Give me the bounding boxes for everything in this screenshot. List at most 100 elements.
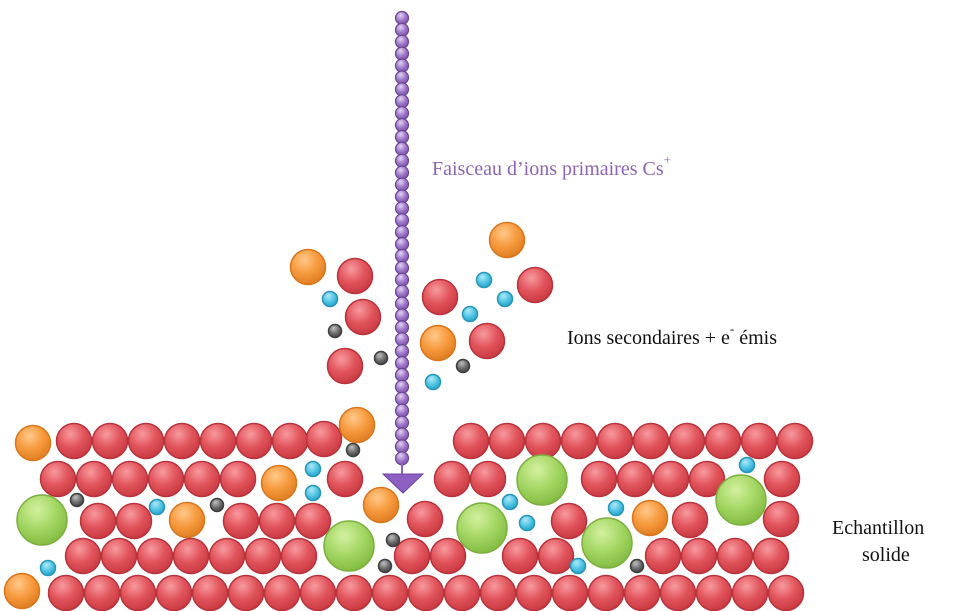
dark-atom (209, 497, 225, 513)
cyan-atom (39, 559, 57, 577)
cyan-atom (569, 557, 587, 575)
matrix-atom (516, 266, 554, 304)
matrix-atom (393, 537, 431, 575)
cyan-atom (738, 456, 756, 474)
matrix-atom (616, 460, 654, 498)
matrix-atom (652, 460, 690, 498)
beam-ion (394, 189, 410, 204)
matrix-atom (119, 574, 157, 611)
beam-ion (394, 129, 410, 145)
beam-ion (394, 344, 410, 359)
matrix-atom (336, 257, 374, 295)
green-atom (715, 474, 767, 526)
orange-atom (289, 248, 327, 286)
matrix-atom (280, 537, 318, 575)
matrix-atom (208, 537, 246, 575)
beam-ion (394, 70, 410, 85)
matrix-atom (671, 501, 709, 539)
beam-ion (394, 356, 410, 371)
beam-ion (394, 22, 410, 37)
matrix-atom (79, 502, 117, 540)
matrix-atom (335, 574, 373, 611)
matrix-atom (632, 422, 670, 460)
green-atom (323, 520, 375, 572)
matrix-atom (371, 574, 409, 611)
matrix-atom (305, 420, 343, 458)
solid-sample (3, 420, 814, 611)
matrix-atom (704, 422, 742, 460)
cyan-atom (304, 460, 322, 478)
matrix-atom (155, 574, 193, 611)
matrix-atom (183, 460, 221, 498)
matrix-atom (580, 460, 618, 498)
matrix-atom (91, 422, 129, 460)
cyan-atom (424, 373, 442, 391)
beam-ion (394, 272, 410, 287)
matrix-atom (644, 537, 682, 575)
matrix-atom (680, 537, 718, 575)
beam-ion (394, 284, 410, 299)
dark-atom (327, 323, 343, 339)
matrix-atom (659, 574, 697, 611)
beam-ion (394, 320, 410, 335)
beam-ion (394, 153, 410, 168)
beam-ion (394, 117, 410, 133)
matrix-atom (762, 500, 800, 538)
matrix-atom (136, 537, 174, 575)
beam-ion (394, 201, 410, 216)
matrix-atom (479, 574, 517, 611)
matrix-atom (551, 574, 589, 611)
matrix-atom (433, 460, 471, 498)
matrix-atom (488, 422, 526, 460)
matrix-atom (244, 537, 282, 575)
cyan-atom (607, 499, 625, 517)
beam-ion (394, 379, 410, 394)
matrix-atom (294, 502, 332, 540)
beam-ion (394, 427, 410, 442)
beam-ion (394, 82, 410, 97)
beam-ion (394, 213, 410, 228)
cyan-atom (501, 493, 519, 511)
dark-atom (345, 442, 361, 458)
beam-ion (394, 237, 410, 252)
matrix-atom (219, 460, 257, 498)
matrix-atom (688, 460, 726, 498)
matrix-atom (100, 537, 138, 575)
cyan-atom (148, 498, 166, 516)
matrix-atom (199, 422, 237, 460)
beam-label: Faisceau d’ions primaires Cs+ (432, 152, 671, 180)
sample-label-line1: Echantillon (832, 517, 925, 539)
beam-ion (394, 308, 410, 323)
matrix-atom (740, 422, 778, 460)
dark-atom (455, 358, 471, 374)
beam-ion (394, 177, 410, 192)
secondary-ions-label: Ions secondaires + e- émis (567, 321, 778, 349)
beam-ion (394, 165, 410, 180)
matrix-atom (524, 422, 562, 460)
orange-atom (631, 499, 669, 537)
matrix-atom (468, 322, 506, 360)
beam-arrow-head (381, 473, 425, 494)
matrix-atom (163, 422, 201, 460)
cyan-atom (475, 271, 493, 289)
ejected-particles (289, 221, 554, 444)
green-atom (581, 517, 633, 569)
matrix-atom (64, 537, 102, 575)
cyan-atom (304, 484, 322, 502)
beam-ion (394, 225, 410, 240)
matrix-atom (258, 502, 296, 540)
beam-ion (394, 10, 410, 26)
matrix-atom (263, 574, 301, 611)
matrix-atom (326, 460, 364, 498)
matrix-atom (623, 574, 661, 611)
beam-ion (394, 296, 410, 311)
matrix-atom (731, 574, 769, 611)
matrix-atom (326, 347, 364, 385)
dark-atom (377, 558, 393, 574)
beam-ion (394, 391, 410, 406)
sample-label-line2: solide (862, 544, 910, 566)
matrix-atom (776, 422, 814, 460)
beam-ion (394, 58, 410, 73)
primary-ion-beam (394, 10, 410, 476)
dark-atom (629, 558, 645, 574)
